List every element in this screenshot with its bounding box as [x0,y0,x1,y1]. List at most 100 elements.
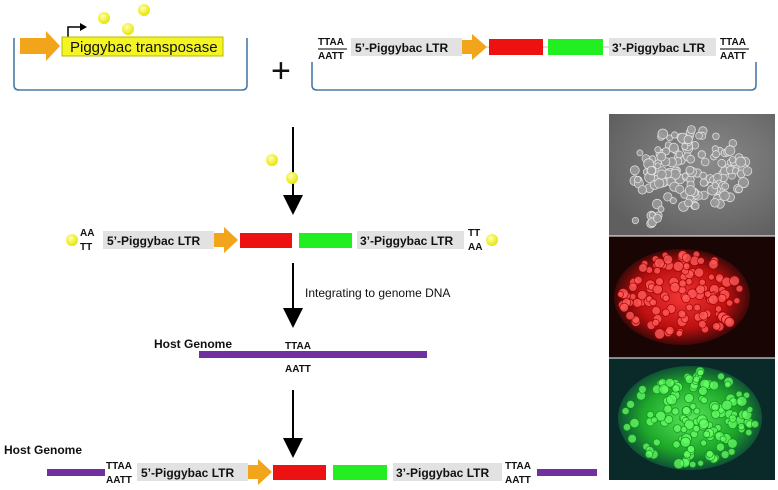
cell [670,131,679,139]
transposase-protein-dot [122,23,134,35]
promoter-arrow [462,34,487,60]
integrated-transposon: Host Genome TTAA AATT 5’-Piggybac LTR 3’… [4,443,597,486]
ltr5-label: 5’-Piggybac LTR [107,234,200,248]
cell [712,132,720,140]
transcription-start-arrow [67,26,80,37]
cell [633,275,643,285]
site-top: AA [80,228,94,239]
cell [686,444,696,454]
site-bottom: AATT [285,364,311,375]
red-reporter-gene [273,465,326,480]
site-top: TTAA [318,37,344,48]
cell [702,430,711,439]
cell [681,252,692,263]
cell [681,142,689,150]
cell [746,406,754,413]
host-dna-bar [199,351,427,358]
cell [666,394,678,406]
green-reporter-gene [299,233,352,248]
cell [719,190,730,202]
excised-transposon: AA TT 5’-Piggybac LTR 3’-Piggybac LTR TT… [66,227,498,253]
cell [652,284,663,295]
phase-contrast-micrograph [609,114,775,236]
cell [669,197,677,205]
cell [720,450,730,460]
integration-step-label: Integrating to genome DNA [305,286,450,300]
cell [689,460,697,469]
site-bottom: AATT [720,51,746,62]
cell [621,407,630,416]
cell [717,158,727,168]
cell [651,306,661,316]
cell [654,328,666,340]
cell [697,319,707,329]
cell [644,450,654,459]
cell [700,396,708,405]
cell [649,298,658,307]
cell [655,277,664,287]
cell [698,386,708,396]
cell [675,150,684,159]
cell [629,165,640,176]
cell [685,165,695,175]
cell [655,410,667,422]
cell [733,297,741,305]
cell [657,128,669,140]
cell [653,213,662,223]
cell [684,393,695,404]
cell [750,420,760,429]
cell [627,434,637,444]
cell [681,293,691,304]
ltr5-box [137,463,248,481]
cell [668,142,679,153]
site-bottom: AA [468,242,482,253]
ltr3-box [609,38,716,56]
cell [695,131,703,140]
cell [696,368,705,377]
cell [653,266,661,275]
cell [664,377,675,388]
cell [622,423,632,432]
cell [719,435,727,443]
cell [628,282,638,292]
cell [661,308,670,317]
cell [626,399,635,409]
cell [684,185,696,197]
cell [691,201,700,210]
cell [619,302,629,313]
cell [646,410,655,419]
transposase-protein-dot [266,154,278,166]
cell [678,279,687,288]
cell [707,273,715,281]
cell [698,418,710,430]
cell [684,419,695,430]
cell [715,442,726,452]
cell [728,414,737,423]
cell [672,440,681,449]
cell [665,325,675,336]
site-bottom: AATT [106,475,132,486]
cell [728,156,737,164]
green-reporter-gene [333,465,387,480]
cell [699,178,708,187]
cell [693,267,705,278]
red-reporter-gene [240,233,292,248]
promoter-arrow [248,459,272,485]
host-genome: Host Genome TTAA AATT [154,337,427,375]
cell [721,182,730,191]
host-dna-bar [47,469,105,476]
cell [631,217,640,225]
cell [658,384,670,395]
cell [685,303,694,312]
cell [705,449,714,458]
green-fluorescence-micrograph [609,358,775,480]
cell [725,299,734,307]
cell [693,407,701,415]
cell [654,178,665,189]
ltr3-box [393,463,502,481]
cell [708,259,719,270]
cell [712,322,721,331]
cell [662,294,670,302]
ltr5-box [351,38,462,56]
cell [710,409,721,420]
